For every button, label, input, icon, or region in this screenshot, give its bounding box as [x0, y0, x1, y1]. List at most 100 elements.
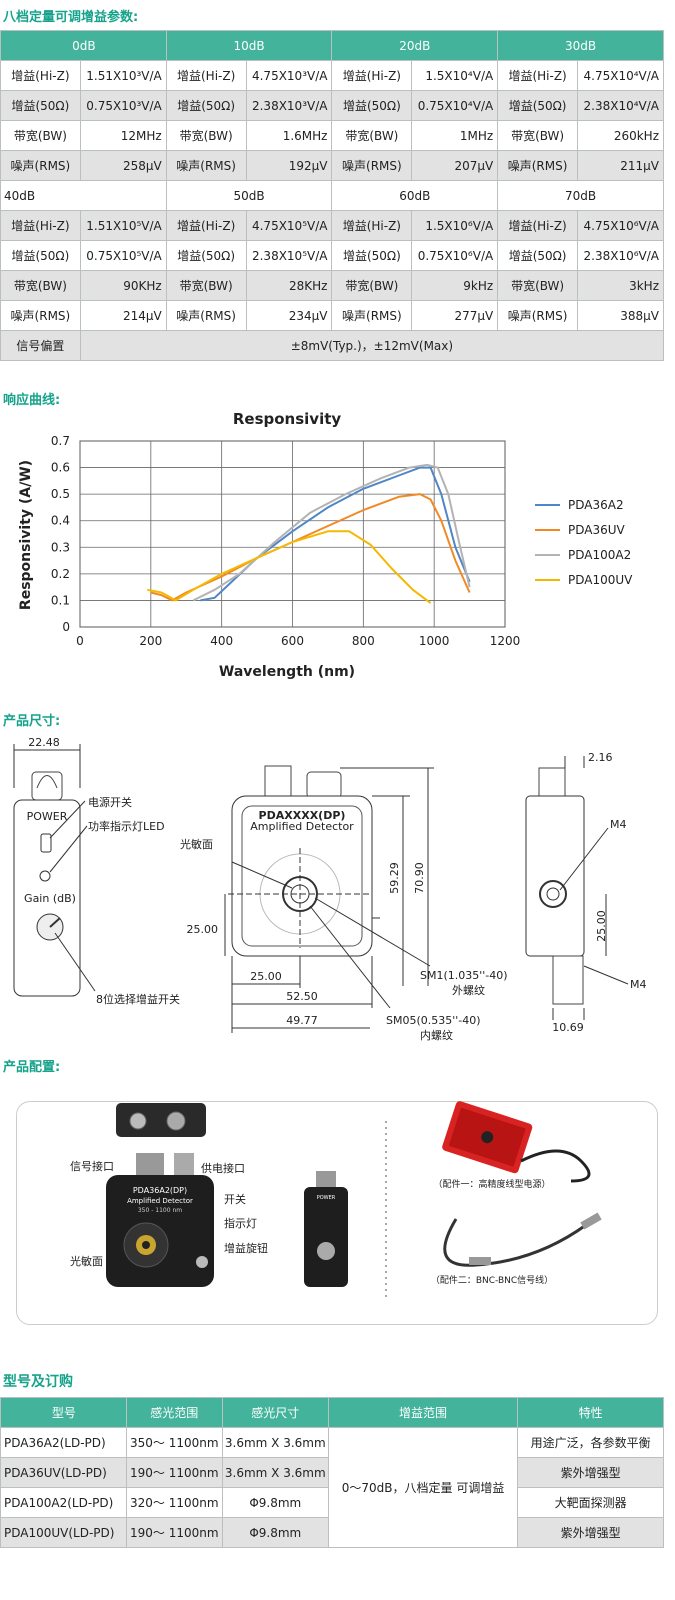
rear-m4-bottom: M4: [630, 978, 647, 991]
rear-1069: 10.69: [552, 1021, 584, 1034]
cell: 1.6MHz: [245, 120, 333, 151]
legend-label: PDA100UV: [568, 573, 633, 587]
ann-gain-switch: 8位选择增益开关: [96, 993, 180, 1006]
row-label: 增益(Hi-Z): [497, 60, 578, 91]
front-view: PDAXXXX(DP) Amplified Detector 59.29 70.…: [187, 765, 508, 1042]
row-label: 增益(50Ω): [165, 90, 247, 121]
order-title: 型号及订购: [3, 1374, 73, 1390]
order-header: 感光范围: [125, 1397, 223, 1428]
row-label: 增益(50Ω): [497, 90, 578, 121]
order-header: 特性: [517, 1397, 664, 1428]
row-label: 增益(50Ω): [331, 90, 413, 121]
size-title: 产品尺寸:: [3, 714, 61, 729]
x-axis-label: Wavelength (nm): [219, 664, 355, 680]
ann-power-led: 功率指示灯LED: [88, 820, 165, 833]
model-cell: PDA100UV(LD-PD): [0, 1517, 127, 1548]
cell: 211μV: [576, 150, 665, 181]
y-tick-label: 0.4: [51, 514, 70, 528]
x-tick-label: 800: [352, 634, 375, 648]
cell: 214μV: [79, 300, 167, 331]
x-tick-label: 0: [76, 634, 84, 648]
cell: 207μV: [411, 150, 499, 181]
cell: 2.38X10⁵V/A: [245, 240, 333, 271]
gain-header: 30dB: [497, 30, 664, 61]
row-label: 带宽(BW): [331, 120, 413, 151]
cell: 0.75X10⁶V/A: [411, 240, 499, 271]
feature-cell: 大靶面探测器: [517, 1487, 664, 1518]
rear-view: 2.16 M4 M4 25.00 10.69: [525, 751, 647, 1034]
y-axis-label: Responsivity (A/W): [18, 460, 34, 610]
config-device-sub: Amplified Detector: [127, 1197, 193, 1205]
gain-header: 0dB: [0, 30, 167, 61]
row-label: 噪声(RMS): [497, 150, 578, 181]
feature-cell: 紫外增强型: [517, 1517, 664, 1548]
x-tick-label: 1000: [419, 634, 450, 648]
gain-header: 20dB: [331, 30, 499, 61]
cell: 12MHz: [79, 120, 167, 151]
cell: 4.75X10⁴V/A: [576, 60, 665, 91]
y-tick-label: 0.5: [51, 487, 70, 501]
row-label: 噪声(RMS): [0, 150, 81, 181]
side-view: 22.48 POWER Gain (dB): [13, 736, 96, 997]
cell: 2.38X10⁴V/A: [576, 90, 665, 121]
side-gain-label: Gain (dB): [24, 892, 76, 905]
rear-m4-top: M4: [610, 818, 627, 831]
order-table: 型号 感光范围 感光尺寸 增益范围 特性 PDA36A2(LD-PD) 350～…: [0, 1397, 664, 1548]
cell: 234μV: [245, 300, 333, 331]
table-row: 增益(Hi-Z) 1.51X10⁵V/A 增益(Hi-Z) 4.75X10⁵V/…: [0, 210, 665, 241]
legend-label: PDA100A2: [568, 548, 631, 562]
config-power-port: 供电接口: [201, 1162, 245, 1175]
front-brand-label: PDAXXXX(DP): [259, 809, 346, 822]
table-row: 噪声(RMS) 214μV 噪声(RMS) 234μV 噪声(RMS) 277μ…: [0, 300, 665, 331]
table-row: 增益(50Ω) 0.75X10⁵V/A 增益(50Ω) 2.38X10⁵V/A …: [0, 240, 665, 271]
series-line-pda36a2: [200, 466, 471, 602]
config-acc1: （配件一：高精度线型电源）: [433, 1178, 550, 1190]
y-tick-label: 0.7: [51, 434, 70, 448]
order-header: 增益范围: [327, 1397, 519, 1428]
y-tick-label: 0.6: [51, 461, 70, 475]
cell: 4.75X10³V/A: [245, 60, 333, 91]
side-power-label: POWER: [27, 810, 68, 823]
row-label: 增益(50Ω): [0, 90, 81, 121]
range-cell: 190～ 1100nm: [125, 1457, 223, 1488]
cell: 1.51X10⁵V/A: [79, 210, 167, 241]
dim-70: 70.90: [413, 862, 426, 894]
chart-title: Responsivity: [233, 410, 342, 428]
cell: 2.38X10⁶V/A: [576, 240, 665, 271]
row-label: 增益(50Ω): [331, 240, 413, 271]
gain-header: 60dB: [331, 180, 499, 211]
sm05-thread: SM05(0.535''-40): [386, 1014, 481, 1027]
y-tick-label: 0.3: [51, 540, 70, 554]
dim-25-vertical: 25.00: [187, 923, 219, 936]
config-sensor: 光敏面: [70, 1255, 103, 1268]
row-label: 带宽(BW): [0, 120, 81, 151]
row-label: 带宽(BW): [331, 270, 413, 301]
model-cell: PDA36UV(LD-PD): [0, 1457, 127, 1488]
curve-title: 响应曲线:: [3, 393, 61, 408]
range-cell: 190～ 1100nm: [125, 1517, 223, 1548]
front-subtitle: Amplified Detector: [250, 820, 354, 833]
row-label: 带宽(BW): [497, 270, 578, 301]
y-tick-label: 0: [62, 620, 70, 634]
config-indicator: 指示灯: [224, 1217, 257, 1230]
cell: 192μV: [245, 150, 333, 181]
model-cell: PDA100A2(LD-PD): [0, 1487, 127, 1518]
config-illustrations: PDA36A2(DP) Amplified Detector 350 - 110…: [106, 1101, 602, 1301]
table-row: 增益(Hi-Z) 1.51X10³V/A 增益(Hi-Z) 4.75X10³V/…: [0, 60, 665, 91]
ann-sensor: 光敏面: [180, 838, 213, 851]
dim-49: 49.77: [286, 1014, 318, 1027]
sm1-thread: SM1(1.035''-40): [420, 969, 508, 982]
table-row: 噪声(RMS) 258μV 噪声(RMS) 192μV 噪声(RMS) 207μ…: [0, 150, 665, 181]
table-row: 带宽(BW) 90KHz 带宽(BW) 28KHz 带宽(BW) 9kHz 带宽…: [0, 270, 665, 301]
responsivity-chart: Responsivity Wavelength (nm) Responsivit…: [18, 410, 633, 680]
row-label: 增益(50Ω): [165, 240, 247, 271]
row-label: 噪声(RMS): [497, 300, 578, 331]
cell: 1.5X10⁶V/A: [411, 210, 499, 241]
gain-header: 10dB: [165, 30, 333, 61]
table-row: 带宽(BW) 12MHz 带宽(BW) 1.6MHz 带宽(BW) 1MHz 带…: [0, 120, 665, 151]
cell: 260kHz: [576, 120, 665, 151]
sm1-sub: 外螺纹: [452, 983, 485, 997]
legend-label: PDA36A2: [568, 498, 624, 512]
x-tick-label: 1200: [490, 634, 521, 648]
row-label: 增益(Hi-Z): [0, 60, 81, 91]
